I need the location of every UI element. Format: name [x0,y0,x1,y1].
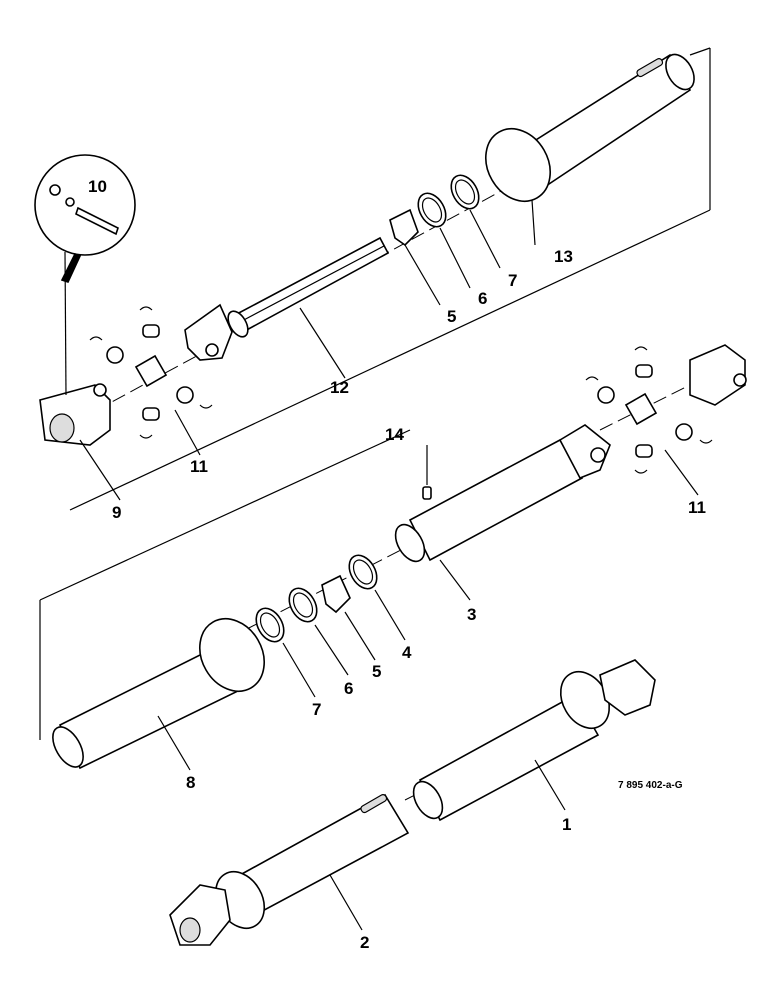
part-6-lower-ring [288,587,318,623]
callout-5-lower: 5 [372,662,381,681]
callout-12: 12 [330,378,349,397]
callout-6-upper: 6 [478,289,487,308]
part-2-tube-yoke [169,793,410,946]
part-14-grease-fitting [422,486,432,500]
callout-14: 14 [385,425,404,444]
assembly-frame-lines [39,47,711,740]
part-13-outer-tube-shield [485,53,695,202]
callouts: 13 7 6 5 12 10 11 9 14 11 3 4 5 6 7 8 1 … [88,177,706,952]
callout-13: 13 [554,247,573,266]
callout-1: 1 [562,815,571,834]
part-5-lower-bearing [321,574,351,614]
part-10-detail-circle [34,154,136,396]
part-5-upper-bearing [389,208,419,247]
part-4-ring [348,554,378,590]
right-yoke [689,344,747,406]
callout-10: 10 [88,177,107,196]
callout-4: 4 [402,643,412,662]
callout-11-right: 11 [688,498,706,517]
callout-5-upper: 5 [447,307,456,326]
part-11-right-cross-kit [585,346,713,474]
callout-8: 8 [186,773,195,792]
callout-3: 3 [467,605,476,624]
part-12-inner-shaft [184,236,390,361]
part-9-yoke [39,383,111,446]
callout-7-lower: 7 [312,700,321,719]
callout-9: 9 [112,503,121,522]
part-6-upper-ring [417,192,447,228]
leader-lines [79,199,699,931]
part-8-outer-tube-shield [52,618,265,770]
part-7-upper-ring [450,174,480,210]
part-1-tube-yoke [412,659,656,822]
part-11-left-cross-kit [89,306,213,439]
part-7-lower-ring [255,607,285,643]
reference-code: 7 895 402-a-G [618,780,683,791]
callout-2: 2 [360,933,369,952]
part-3-tube-yoke [394,424,611,563]
callout-7-upper: 7 [508,271,517,290]
callout-11-left: 11 [190,457,208,476]
callout-6-lower: 6 [344,679,353,698]
